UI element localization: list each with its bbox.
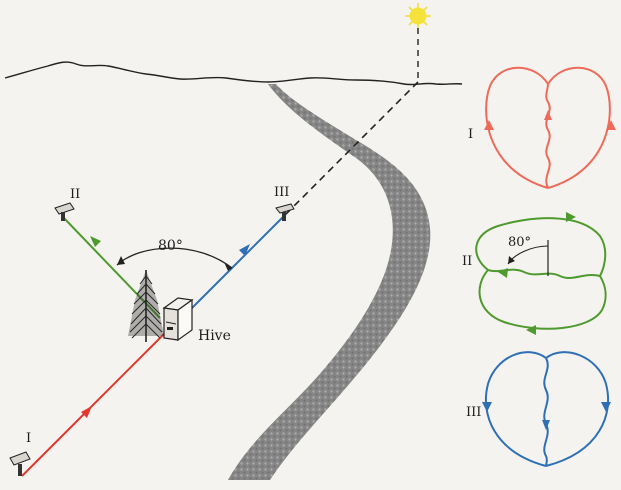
tree-icon — [128, 270, 164, 342]
horizon-line — [4, 61, 463, 86]
feeder-III-label: III — [274, 185, 289, 200]
route-I-line — [21, 333, 165, 477]
dance-II-angle-label: 80° — [508, 235, 531, 250]
dance-I-figure — [485, 66, 611, 189]
dance-III-arrow-right — [601, 402, 611, 412]
dance-I-label: I — [468, 127, 473, 142]
dance-II-arrow-top — [566, 212, 576, 222]
feeder-I-icon — [9, 451, 31, 476]
hive-label: Hive — [198, 328, 231, 344]
route-II-arrow — [90, 236, 101, 247]
feeder-II-icon — [54, 202, 75, 221]
sun-icon — [405, 3, 431, 29]
dance-I-arrow-left — [484, 120, 494, 130]
feeder-II-label: II — [70, 187, 80, 202]
dance-II-figure — [475, 217, 607, 330]
route-I-arrow — [81, 406, 92, 418]
dance-II-label: II — [462, 254, 472, 269]
route-III-arrow — [239, 244, 250, 256]
angle-label: 80° — [158, 238, 183, 254]
hive-icon — [162, 297, 194, 342]
dance-II-arrow-center — [498, 268, 508, 278]
angle-arc — [116, 247, 233, 269]
dance-III-arrow-center — [542, 420, 550, 430]
road — [228, 84, 431, 480]
dance-I-arrow-right — [606, 120, 616, 130]
dance-II-arrow-bottom — [526, 325, 536, 335]
feeder-III-icon — [275, 203, 295, 221]
dance-III-label: III — [466, 405, 481, 420]
route-II-line — [61, 215, 161, 319]
dance-I-arrow-center — [544, 110, 552, 120]
dance-III-arrow-left — [482, 402, 492, 412]
feeder-I-label: I — [26, 431, 31, 446]
dance-III-figure — [484, 351, 610, 467]
